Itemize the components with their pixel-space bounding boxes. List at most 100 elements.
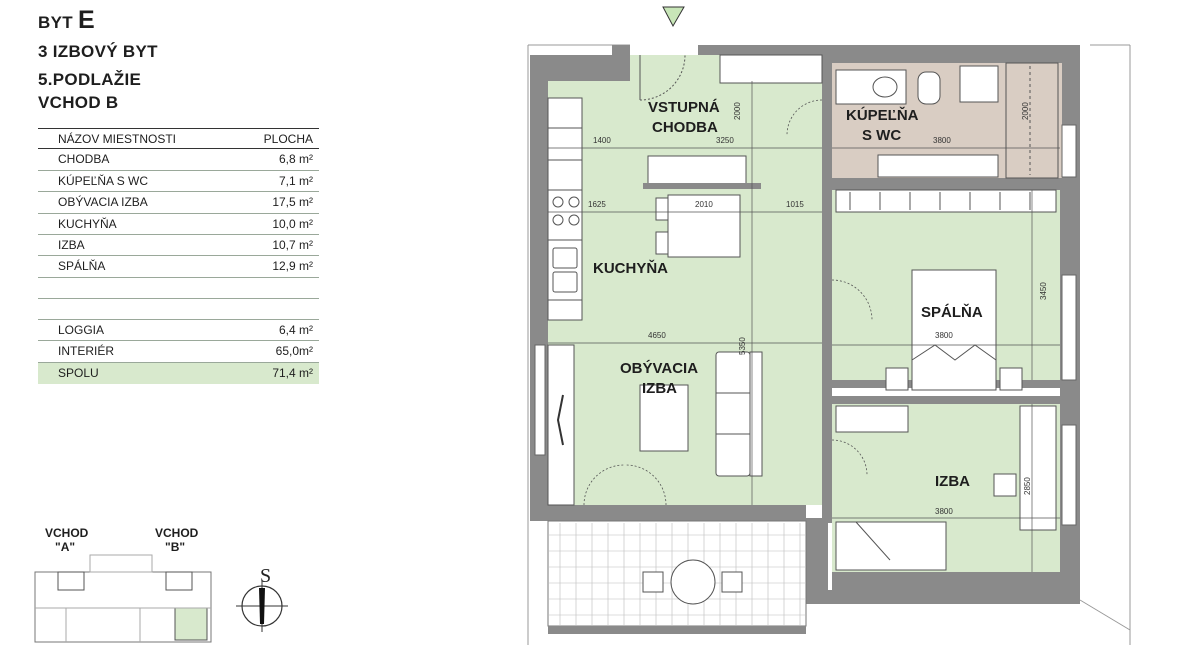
apartment-title: BYT E [38,6,95,35]
room-name: OBÝVACIA IZBA [58,195,148,210]
washbasin-icon [872,76,898,98]
dimension-label: 3450 [1039,282,1048,300]
keyplan-vchod-b: VCHOD [155,526,199,540]
room-area-table: NÁZOV MIESTNOSTI PLOCHA CHODBA 6,8 m² KÚP… [38,128,319,384]
room-area: 10,0 m² [272,216,313,231]
tv-icon [556,394,564,446]
table-row-interior: INTERIÉR 65,0m² [38,341,319,363]
room-label-kuchyna: KUCHYŇA [593,259,668,277]
table-row: KÚPEĽŇA S WC 7,1 m² [38,171,319,193]
dimension-label: 4650 [648,331,666,340]
table-row-loggia: LOGGIA 6,4 m² [38,320,319,342]
balcony-chair [642,571,664,593]
room-furniture [835,405,1057,571]
apartment-letter: E [77,6,95,34]
sofa [715,351,763,477]
table-header: NÁZOV MIESTNOSTI PLOCHA [38,128,319,150]
dimension-label: 5350 [738,337,747,355]
dimension-label: 3250 [716,136,734,145]
keyplan: VCHOD "A" VCHOD "B" [34,526,212,643]
room-chair [993,473,1017,497]
keyplan-connector [89,554,153,573]
frame-line [1079,599,1131,631]
dimension-lines [548,81,1060,572]
keyplan-stair-b [165,571,193,591]
room-area: 6,4 m² [278,322,313,337]
keyplan-stair-a [57,571,85,591]
room-label-swc: S WC [862,127,901,144]
dimension-label: 1015 [786,200,804,209]
stove-icon [552,196,580,226]
wardrobe-hangers [849,192,1031,210]
keyplan-vchod-b-letter: "B" [165,540,185,554]
counter-wall [643,183,761,189]
apartment-type: 3 IZBOVÝ BYT [38,42,158,61]
hall-wardrobe [719,54,823,84]
keyplan-apartment-highlight [174,607,208,641]
room-label-spalna: SPÁLŇA [921,303,983,321]
compass-needle [259,588,265,624]
table-spacer-row [38,278,319,299]
room-wardrobe [1019,405,1057,531]
room-name: KUCHYŇA [58,216,117,231]
windows [534,124,1077,526]
room-area: 17,5 m² [272,195,313,210]
keyplan-vchod-a-letter: "A" [55,540,75,554]
room-name: CHODBA [58,152,110,167]
dimension-label: 2000 [733,102,742,120]
bedroom-wardrobe [835,189,1057,213]
dimension-label: 2000 [1021,102,1030,120]
room-area: 65,0m² [275,344,313,359]
room-doors [786,99,873,476]
room-area: 12,9 m² [272,259,313,274]
room-label-izba: IZBA [935,473,970,490]
column-header-name: NÁZOV MIESTNOSTI [58,132,177,146]
loggia [547,520,807,634]
room-area: 71,4 m² [272,365,313,380]
room-name: SPOLU [58,365,99,380]
room-desk [835,405,909,433]
room-area: 10,7 m² [272,237,313,252]
apartment-floor: 5.PODLAŽIE [38,70,142,89]
column-header-area: PLOCHA [263,132,313,146]
room-name: IZBA [58,237,85,252]
room-label-chodba: CHODBA [652,119,718,136]
bed-sheet-line [855,521,891,561]
table-spacer-row [38,299,319,320]
table-row: OBÝVACIA IZBA 17,5 m² [38,192,319,214]
room-area: 7,1 m² [278,173,313,188]
tv-cabinet [547,344,575,506]
dimension-label: 3800 [935,331,953,340]
table-row: KUCHYŇA 10,0 m² [38,214,319,235]
entry-area [630,55,722,83]
dimension-label: 2850 [1023,477,1032,495]
dimension-label: 1625 [588,200,606,209]
entrance-marker-icon [662,6,685,28]
single-bed [835,521,947,571]
kitchen-counter [547,97,583,321]
compass-icon: S [236,565,288,632]
room-name: LOGGIA [58,322,105,337]
room-name: INTERIÉR [58,344,115,359]
entry-door-swing [639,54,686,101]
toilet-icon [917,71,941,105]
bathroom-fixtures [835,62,1059,179]
dimension-label: 1400 [593,136,611,145]
kitchen-sink-icon [552,247,578,293]
room-label-izba-living: IZBA [642,380,677,397]
dimension-label: 2010 [695,200,713,209]
loggia-railing [548,626,806,634]
washing-machine-icon [959,65,999,103]
apartment-entrance: VCHOD B [38,93,119,112]
dimension-label: 3800 [933,136,951,145]
room-area: 6,8 m² [278,152,313,167]
table-row: IZBA 10,7 m² [38,235,319,257]
dimension-label: 3800 [935,507,953,516]
balcony-table [670,559,716,605]
table-row-total: SPOLU 71,4 m² [38,362,319,384]
room-name: KÚPEĽŇA S WC [58,173,149,188]
room-label-kupelna: KÚPEĽŇA [846,106,919,124]
room-label-vstupna: VSTUPNÁ [648,99,720,116]
